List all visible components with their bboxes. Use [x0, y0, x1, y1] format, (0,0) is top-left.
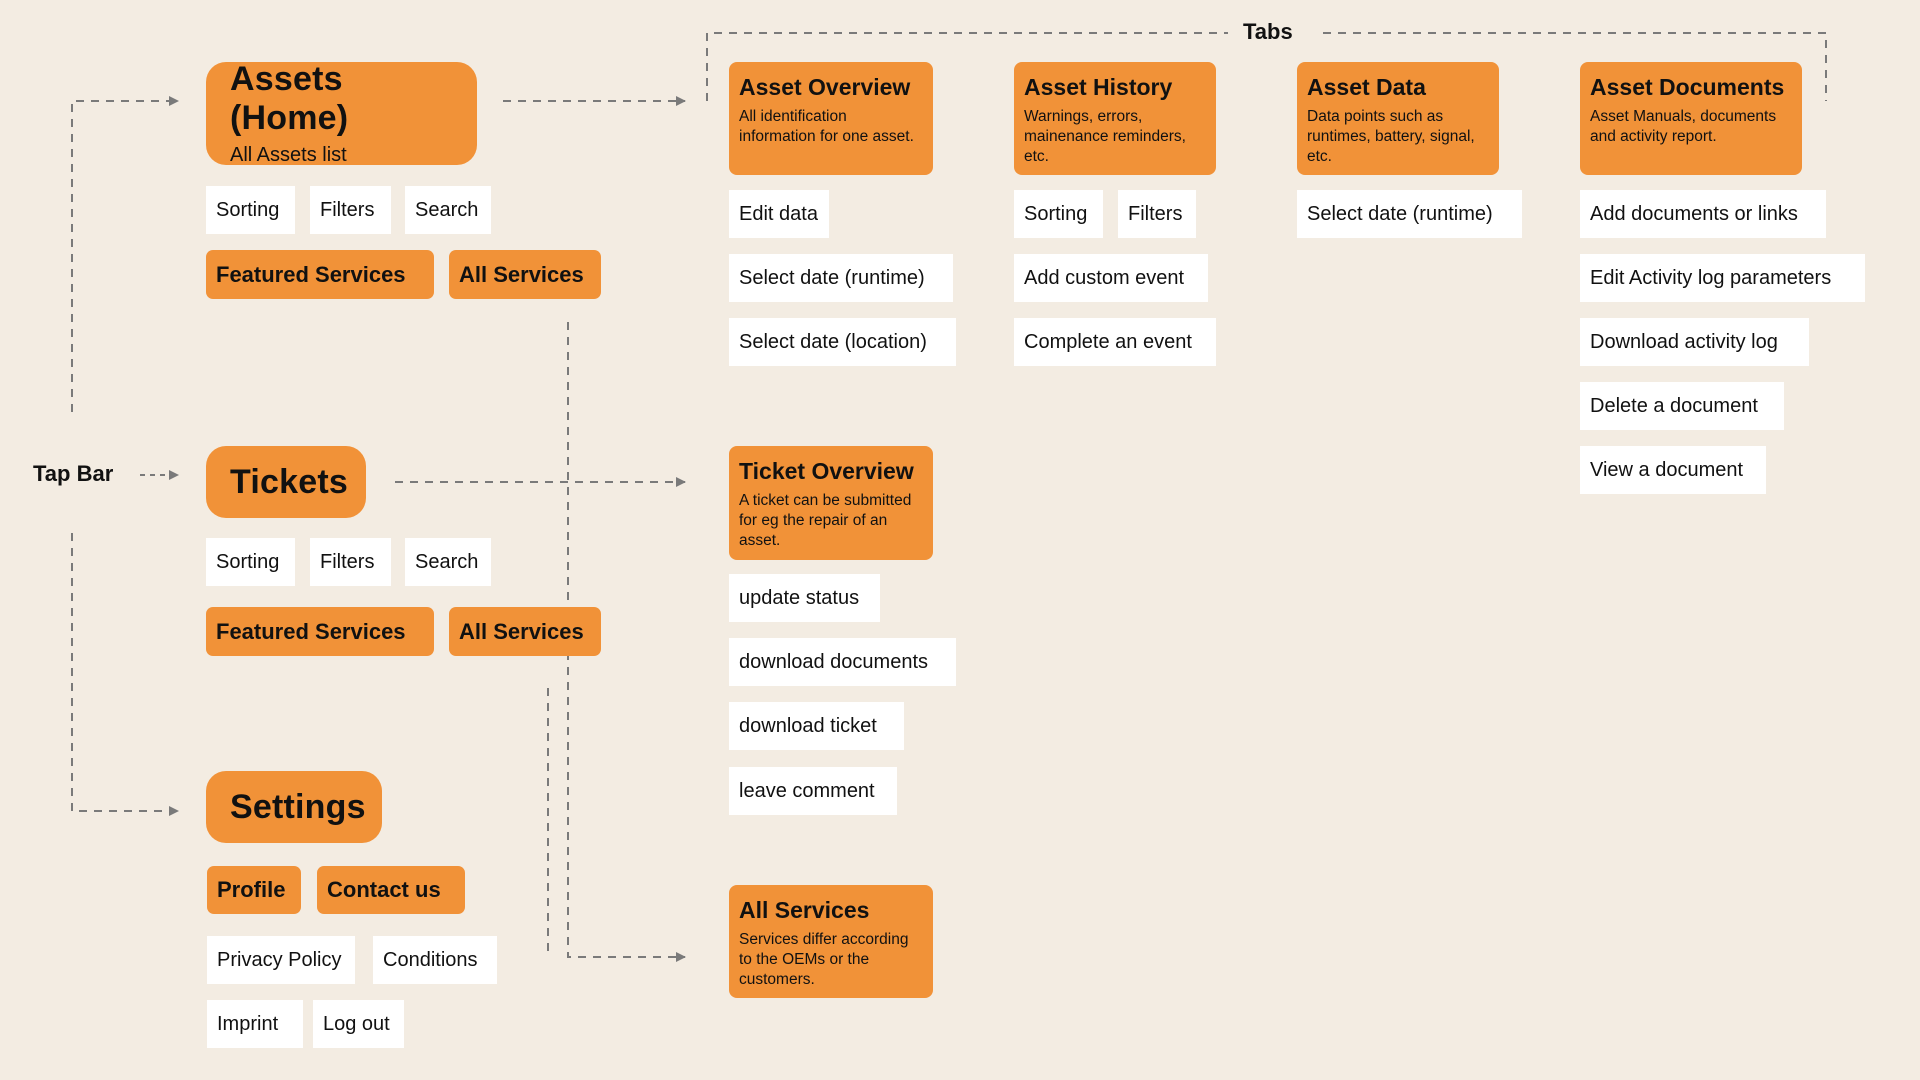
- add-custom-event-chip[interactable]: Add custom event: [1014, 254, 1208, 302]
- privacy-policy-chip[interactable]: Privacy Policy: [207, 936, 355, 984]
- assets-title: Assets (Home): [230, 60, 349, 137]
- view-document-chip[interactable]: View a document: [1580, 446, 1766, 494]
- assets-filters-chip[interactable]: Filters: [310, 186, 391, 234]
- download-documents-chip[interactable]: download documents: [729, 638, 956, 686]
- tickets-featured-services-button[interactable]: Featured Services: [206, 607, 434, 656]
- assets-home-node[interactable]: Assets (Home) All Assets list: [206, 60, 477, 166]
- contact-us-button[interactable]: Contact us: [317, 866, 465, 914]
- assets-sorting-chip[interactable]: Sorting: [206, 186, 295, 234]
- assets-all-services-button[interactable]: All Services: [449, 250, 601, 299]
- assets-featured-services-button[interactable]: Featured Services: [206, 250, 434, 299]
- imprint-chip[interactable]: Imprint: [207, 1000, 303, 1048]
- tab-asset-data[interactable]: Asset Data Data points such as runtimes,…: [1297, 62, 1499, 175]
- data-select-date-runtime-chip[interactable]: Select date (runtime): [1297, 190, 1522, 238]
- select-date-runtime-chip[interactable]: Select date (runtime): [729, 254, 953, 302]
- update-status-chip[interactable]: update status: [729, 574, 880, 622]
- asset-data-desc: Data points such as runtimes, battery, s…: [1307, 108, 1475, 165]
- tap-bar-label: Tap Bar: [33, 461, 114, 486]
- asset-history-desc: Warnings, errors, mainenance reminders, …: [1024, 108, 1186, 165]
- asset-overview-desc: All identification information for one a…: [739, 108, 914, 145]
- tickets-all-services-button[interactable]: All Services: [449, 607, 601, 656]
- all-services-desc: Services differ according to the OEMs or…: [739, 931, 909, 988]
- history-filters-chip[interactable]: Filters: [1118, 190, 1196, 238]
- history-sorting-chip[interactable]: Sorting: [1014, 190, 1103, 238]
- tab-asset-overview[interactable]: Asset Overview All identification inform…: [729, 62, 933, 175]
- settings-node[interactable]: Settings: [206, 771, 382, 843]
- all-services-node[interactable]: All Services Services differ according t…: [729, 885, 933, 998]
- all-services-title: All Services: [739, 897, 870, 923]
- delete-document-chip[interactable]: Delete a document: [1580, 382, 1784, 430]
- tickets-sorting-chip[interactable]: Sorting: [206, 538, 295, 586]
- asset-documents-title: Asset Documents: [1590, 74, 1785, 100]
- asset-documents-desc: Asset Manuals, documents and activity re…: [1590, 108, 1777, 145]
- tickets-title: Tickets: [230, 462, 348, 501]
- download-activity-log-chip[interactable]: Download activity log: [1580, 318, 1809, 366]
- tab-asset-history[interactable]: Asset History Warnings, errors, mainenan…: [1014, 62, 1216, 175]
- ticket-overview-desc: A ticket can be submitted for eg the rep…: [739, 492, 912, 549]
- conditions-chip[interactable]: Conditions: [373, 936, 497, 984]
- tickets-filters-chip[interactable]: Filters: [310, 538, 391, 586]
- assets-subtitle: All Assets list: [230, 144, 347, 166]
- asset-data-title: Asset Data: [1307, 74, 1426, 100]
- tabs-label: Tabs: [1243, 19, 1293, 44]
- add-documents-chip[interactable]: Add documents or links: [1580, 190, 1826, 238]
- tickets-node[interactable]: Tickets: [206, 446, 366, 518]
- profile-button[interactable]: Profile: [207, 866, 301, 914]
- log-out-chip[interactable]: Log out: [313, 1000, 404, 1048]
- download-ticket-chip[interactable]: download ticket: [729, 702, 904, 750]
- complete-event-chip[interactable]: Complete an event: [1014, 318, 1216, 366]
- leave-comment-chip[interactable]: leave comment: [729, 767, 897, 815]
- select-date-location-chip[interactable]: Select date (location): [729, 318, 956, 366]
- ticket-overview-title: Ticket Overview: [739, 458, 914, 484]
- edit-activity-log-chip[interactable]: Edit Activity log parameters: [1580, 254, 1865, 302]
- settings-title: Settings: [230, 787, 366, 826]
- assets-search-chip[interactable]: Search: [405, 186, 491, 234]
- asset-overview-title: Asset Overview: [739, 74, 911, 100]
- tickets-search-chip[interactable]: Search: [405, 538, 491, 586]
- edit-data-chip[interactable]: Edit data: [729, 190, 829, 238]
- asset-history-title: Asset History: [1024, 74, 1173, 100]
- ticket-overview-node[interactable]: Ticket Overview A ticket can be submitte…: [729, 446, 933, 560]
- tab-asset-documents[interactable]: Asset Documents Asset Manuals, documents…: [1580, 62, 1802, 175]
